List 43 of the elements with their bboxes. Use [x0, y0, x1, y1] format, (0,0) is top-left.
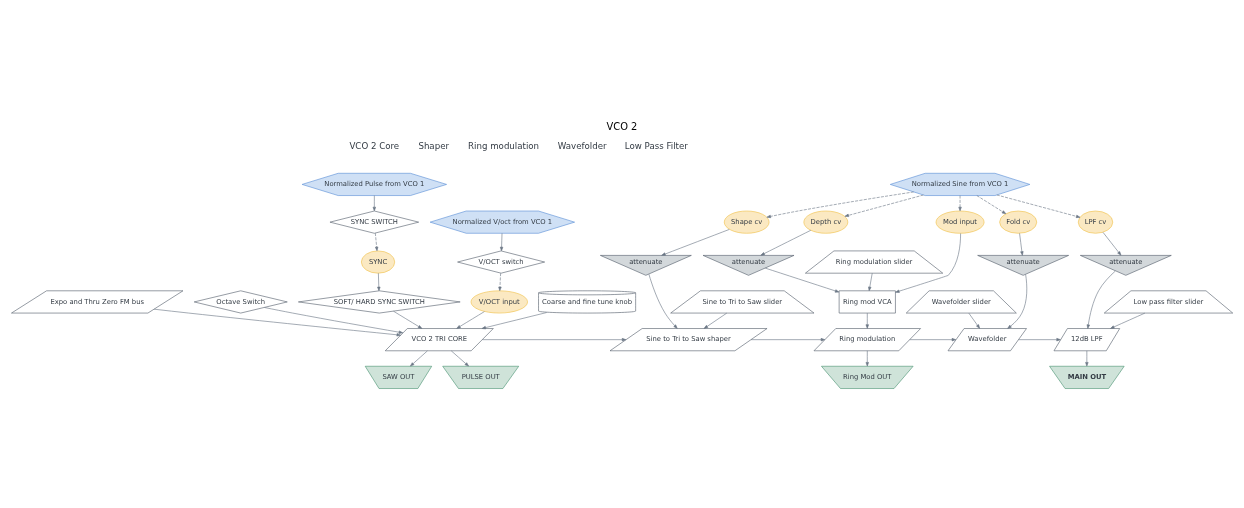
arrow: [765, 267, 840, 293]
arrow: [1018, 338, 1061, 342]
arrow: [868, 272, 873, 292]
arrow: [909, 338, 957, 342]
arrow: [498, 272, 502, 292]
arrow: [1102, 232, 1122, 256]
label: Wavefolder: [557, 140, 607, 151]
arrow: [482, 338, 627, 342]
arrow: [372, 195, 376, 212]
arrow: [450, 350, 469, 367]
arrow: [393, 310, 423, 329]
arrow: [865, 312, 869, 329]
arrow: [996, 194, 1081, 218]
arrow: [377, 272, 381, 292]
arrow: [456, 311, 485, 329]
label: Low Pass Filter: [624, 140, 688, 151]
arrow: [648, 273, 678, 329]
arrow: [703, 312, 728, 329]
label: Shaper: [418, 140, 450, 151]
arrow: [481, 312, 547, 330]
arrow: [375, 232, 379, 252]
arrow: [1019, 233, 1024, 256]
arrow: [264, 307, 404, 334]
arrow: [844, 194, 924, 217]
arrow: [958, 195, 962, 212]
arrow: [865, 350, 869, 367]
arrow: [1007, 274, 1028, 329]
arrow: [895, 233, 961, 293]
arrow: [976, 195, 1007, 215]
arrow: [968, 312, 980, 329]
label: VCO 2 Core: [349, 140, 400, 151]
arrow: [410, 350, 428, 367]
arrow: [499, 233, 504, 252]
diagram-title: VCO 2: [606, 120, 638, 132]
arrow: [1086, 270, 1116, 329]
arrow: [661, 229, 730, 256]
arrow: [153, 308, 401, 337]
arrow: [1085, 350, 1089, 367]
arrow: [1110, 312, 1146, 329]
label: Ring modulation: [468, 140, 540, 151]
arrow: [750, 338, 826, 342]
arrow: [766, 191, 914, 218]
arrow: [760, 230, 812, 256]
